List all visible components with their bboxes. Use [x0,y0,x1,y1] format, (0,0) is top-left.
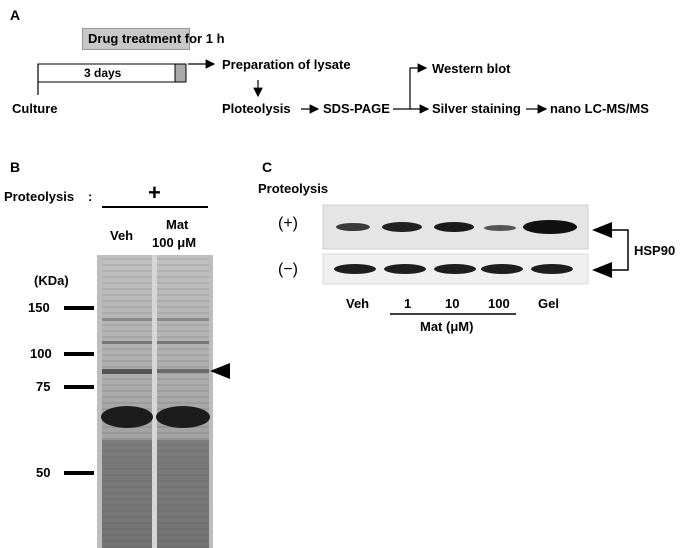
lcms-label: nano LC-MS/MS [550,101,649,116]
blot-band-plus-10 [434,222,474,232]
ploteolysis-label: Ploteolysis [222,101,291,116]
panel-b-letter: B [10,159,21,175]
western-blot-label: Western blot [432,61,511,76]
panel-c-letter: C [262,159,273,175]
lane-mat-conc-label: 100 μM [152,235,197,250]
blot-band-plus-1 [382,222,422,232]
marker-75-label: 75 [36,379,51,394]
blot-band-minus-gel [531,264,573,274]
row-minus-label: (−) [278,261,298,278]
blot-lane-10-label: 10 [445,296,460,311]
marker-75-tick [64,385,94,389]
panel-c-proteolysis-label: Proteolysis [258,181,329,196]
hsp90-arrow-minus [592,262,612,278]
panel-a-letter: A [10,7,21,23]
marker-50-tick [64,471,94,475]
hsp90-bracket [612,229,629,271]
marker-100-label: 100 [30,346,52,361]
culture-label: Culture [12,101,58,116]
row-plus-label: (+) [278,215,298,232]
blot-band-minus-100 [481,264,523,274]
hsp90-label: HSP90 [634,243,676,258]
blot-band-plus-veh [336,223,370,231]
band-hsp90-veh [102,369,152,374]
arrow-to-western [409,63,428,109]
blot-band-plus-gel [523,220,577,234]
blot-band-minus-veh [334,264,376,274]
blot-lane-veh-label: Veh [346,296,370,311]
panel-b-underline [102,206,208,208]
drug-treatment-label: Drug treatment for 1 h [88,31,225,46]
hsp90-arrow-plus [592,222,612,238]
marker-150-label: 150 [28,300,50,315]
marker-50-label: 50 [36,465,51,480]
marker-100-tick [64,352,94,356]
marker-150-tick [64,306,94,310]
timeline-days-label: 3 days [84,66,122,80]
timeline-drug-segment [174,63,187,83]
panel-b-plus: + [148,180,161,205]
lane-mat-label: Mat [166,217,189,232]
drug-treatment-box [82,28,190,50]
blot-lane-1-label: 1 [404,296,412,311]
band-arrowhead [210,363,230,379]
blot-band-minus-1 [384,264,426,274]
kda-label: (KDa) [34,273,69,288]
blot-band-plus-100 [484,225,516,231]
blot-lane-gel-label: Gel [538,296,559,311]
silver-staining-label: Silver staining [432,101,521,116]
sds-page-label: SDS-PAGE [323,101,390,116]
band-major-mat [156,406,210,428]
mat-concentration-label: Mat (μM) [420,319,474,334]
panel-b-proteolysis-label: Proteolysis [4,189,75,204]
band-major-veh [101,406,153,428]
lysate-label: Preparation of lysate [222,57,351,72]
blot-band-minus-10 [434,264,476,274]
lane-veh-label: Veh [110,228,134,243]
panel-b-colon: : [88,189,93,204]
blot-lane-100-label: 100 [488,296,510,311]
band-hsp90-mat [157,369,209,373]
